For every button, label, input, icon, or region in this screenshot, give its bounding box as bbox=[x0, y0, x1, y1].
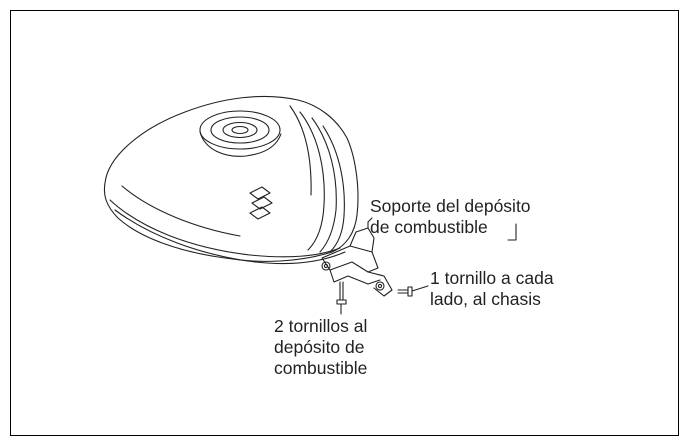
side-screw-label-line-1: 1 tornillo a cada bbox=[430, 268, 554, 288]
tank-bolt bbox=[336, 281, 347, 305]
side-screw-label-line-2: lado, al chasis bbox=[430, 289, 541, 309]
tank-screws-label-line-1: 2 tornillos al bbox=[274, 316, 368, 336]
support-leader-line bbox=[367, 217, 373, 229]
support-label-line-1: Soporte del depósito bbox=[370, 196, 531, 216]
tank-screws-label-line-3: combustible bbox=[274, 358, 368, 378]
support-label-line-2: de combustible bbox=[370, 217, 488, 237]
fuel-cap bbox=[199, 110, 282, 157]
tank-screws-label: 2 tornillos al depósito de combustible bbox=[274, 316, 367, 379]
tank-screws-label-line-2: depósito de bbox=[274, 337, 365, 357]
support-label-bracket bbox=[507, 223, 517, 241]
figure-frame bbox=[10, 10, 679, 436]
support-label: Soporte del depósito de combustible bbox=[370, 196, 531, 238]
side-screw-label: 1 tornillo a cada lado, al chasis bbox=[430, 268, 554, 310]
side-bolt bbox=[397, 286, 413, 297]
brand-emblem-icon bbox=[249, 186, 273, 220]
tank-support-bracket bbox=[321, 227, 393, 297]
fuel-tank-outline bbox=[103, 95, 359, 262]
side-screw-leader-line bbox=[411, 285, 429, 292]
